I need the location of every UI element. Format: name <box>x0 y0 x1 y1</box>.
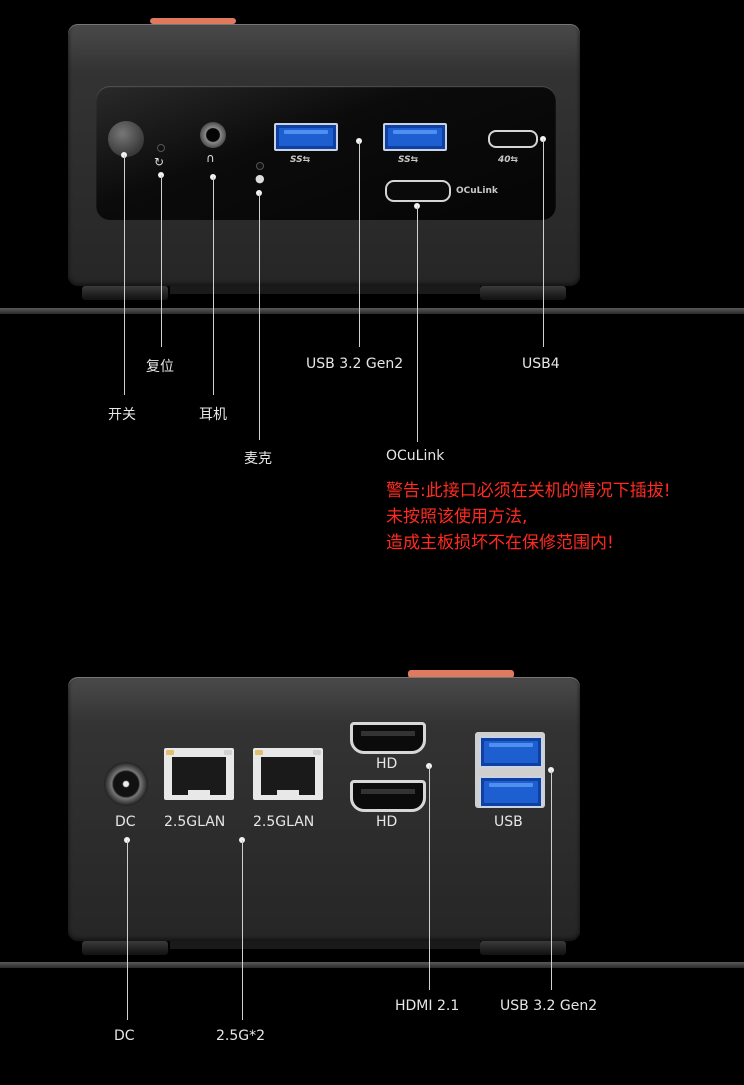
warning-line-3: 造成主板损坏不在保修范围内! <box>386 533 614 553</box>
front-usb-a-2-mark: SS⇆ <box>398 155 419 165</box>
rear-device: DC 2.5GLAN 2.5GLAN HD HD USB <box>0 660 744 980</box>
lan-1-mark: 2.5GLAN <box>164 814 226 830</box>
power-button[interactable] <box>108 121 144 157</box>
mic-pinhole[interactable] <box>256 162 264 170</box>
reset-pinhole[interactable] <box>157 144 165 152</box>
lan-2-led-left <box>255 750 263 755</box>
headphone-line <box>213 177 214 395</box>
dc-line <box>127 840 128 1020</box>
oculink-port[interactable] <box>385 180 451 202</box>
hdmi-port-1[interactable] <box>350 722 426 754</box>
dc-jack[interactable] <box>104 762 148 806</box>
front-usb-a-port-1[interactable] <box>274 123 338 151</box>
dc-label: DC <box>114 1028 135 1044</box>
oculink-mark: OCuLink <box>456 186 498 196</box>
lan-port-1[interactable] <box>164 748 234 800</box>
rear-vent <box>170 941 480 949</box>
rear-foot-right <box>480 941 566 955</box>
headphone-jack[interactable] <box>200 122 226 148</box>
usb32-rear-label: USB 3.2 Gen2 <box>500 998 598 1014</box>
warning-line-1: 警告:此接口必须在关机的情况下插拔! <box>386 481 671 501</box>
front-vent <box>170 286 480 294</box>
hdmi-2-mark: HD <box>376 814 398 830</box>
usb32-front-line <box>359 141 360 347</box>
rear-top-accent <box>408 670 514 678</box>
usb4-speed-mark: 40⇆ <box>498 155 519 165</box>
lan-2-mark: 2.5GLAN <box>253 814 315 830</box>
lan-label: 2.5G*2 <box>216 1028 266 1044</box>
power-label: 开关 <box>108 407 136 423</box>
rear-shelf <box>0 962 744 968</box>
front-usb-a-1-mark: SS⇆ <box>290 155 311 165</box>
headphone-icon: ∩ <box>206 151 215 165</box>
hdmi-port-2[interactable] <box>350 780 426 812</box>
front-device: ↻ ∩ ● SS⇆ SS⇆ 40⇆ OCuLink <box>0 0 744 320</box>
headphone-label: 耳机 <box>199 407 227 423</box>
top-accent <box>150 18 236 24</box>
reset-line <box>161 175 162 347</box>
front-usb-a-port-2[interactable] <box>383 123 447 151</box>
rear-usb-a-port-2[interactable] <box>479 776 543 808</box>
power-line <box>124 155 125 395</box>
lan-2-led-right <box>313 750 321 755</box>
lan-1-led-right <box>224 750 232 755</box>
warning-line-2: 未按照该使用方法, <box>386 507 528 527</box>
lan-line <box>242 840 243 1020</box>
rear-foot-left <box>82 941 168 955</box>
mic-label: 麦克 <box>244 451 272 467</box>
lan-1-led-left <box>166 750 174 755</box>
lan-1-tab <box>188 790 210 800</box>
reset-icon: ↻ <box>154 155 165 169</box>
hdmi-1-mark: HD <box>376 756 398 772</box>
rear-usb-mark: USB <box>494 814 523 830</box>
usb-c-port[interactable] <box>488 130 538 148</box>
usb32-front-label: USB 3.2 Gen2 <box>306 356 404 372</box>
rear-usb-a-port-1[interactable] <box>479 736 543 768</box>
front-foot-right <box>480 286 566 300</box>
reset-label: 复位 <box>146 359 174 375</box>
front-shelf <box>0 308 744 314</box>
usb4-line <box>543 139 544 347</box>
usb32-rear-line <box>551 770 552 990</box>
lan-2-tab <box>277 790 299 800</box>
dc-mark: DC <box>115 814 136 830</box>
lan-port-2[interactable] <box>253 748 323 800</box>
oculink-label: OCuLink <box>386 448 445 464</box>
hdmi-line <box>429 766 430 990</box>
usb4-label: USB4 <box>522 356 560 372</box>
hdmi-label: HDMI 2.1 <box>395 998 460 1014</box>
mic-icon: ● <box>255 172 265 185</box>
front-port-panel <box>96 86 556 220</box>
rear-chassis <box>68 677 580 941</box>
lan-1-socket <box>172 757 226 795</box>
lan-2-socket <box>261 757 315 795</box>
front-foot-left <box>82 286 168 300</box>
mic-line <box>259 193 260 440</box>
oculink-line <box>417 206 418 442</box>
